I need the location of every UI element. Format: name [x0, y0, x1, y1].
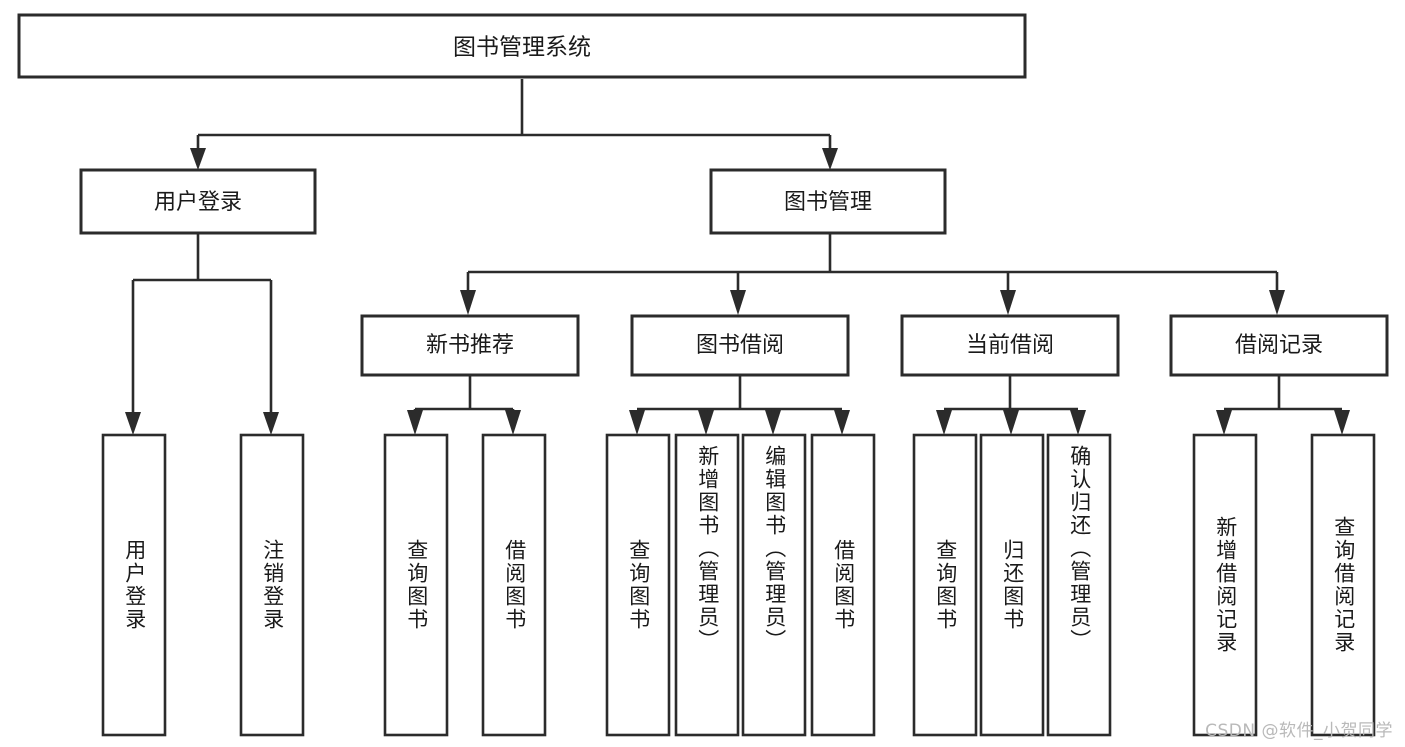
- arrowhead-leaf-confirm-return-admin: [1070, 410, 1086, 435]
- arrowhead-leaf-query-borrow-record: [1334, 410, 1350, 435]
- node-borrow-record-box[interactable]: [1169, 314, 1389, 377]
- connector-layer: [125, 79, 1350, 435]
- arrowhead-leaf-add-borrow-record: [1216, 410, 1232, 435]
- node-book-management-label: 图书管理: [784, 190, 872, 215]
- leaf-box-borrow-book-1[interactable]: [481, 433, 547, 737]
- leaf-box-user-login[interactable]: [101, 433, 167, 737]
- arrowhead-current-borrow: [1000, 290, 1016, 315]
- arrowhead-leaf-add-book-admin: [698, 410, 714, 435]
- leaf-box-return-book[interactable]: [979, 433, 1045, 737]
- node-new-book-recommend[interactable]: 新书推荐: [360, 314, 580, 377]
- node-borrow-record[interactable]: 借阅记录: [1169, 314, 1389, 377]
- node-new-book-recommend-label: 新书推荐: [426, 333, 514, 358]
- arrowhead-book-management: [822, 148, 838, 170]
- leaf-box-edit-book-admin[interactable]: [741, 433, 807, 737]
- csdn-watermark: CSDN @软件_小贺同学: [1205, 721, 1393, 741]
- arrowhead-leaf-user-login: [125, 412, 141, 435]
- arrowhead-leaf-query-book-3: [936, 410, 952, 435]
- node-book-borrow[interactable]: 图书借阅: [630, 314, 850, 377]
- arrowhead-borrow-record: [1269, 290, 1285, 315]
- leaf-box-query-book-2[interactable]: [605, 433, 671, 737]
- leaf-box-query-book-3[interactable]: [912, 433, 978, 737]
- leaf-box-layer: [101, 433, 1376, 737]
- node-borrow-record-label: 借阅记录: [1235, 333, 1323, 358]
- leaf-box-add-borrow-record[interactable]: [1192, 433, 1258, 737]
- node-current-borrow-box[interactable]: [900, 314, 1120, 377]
- leaf-box-query-borrow-record[interactable]: [1310, 433, 1376, 737]
- node-book-management-box[interactable]: [709, 168, 947, 235]
- node-root[interactable]: 图书管理系统: [17, 13, 1027, 79]
- arrowhead-leaf-borrow-book-2: [834, 410, 850, 435]
- node-book-borrow-box[interactable]: [630, 314, 850, 377]
- node-root-label: 图书管理系统: [453, 35, 591, 61]
- node-user-login-label: 用户登录: [154, 190, 242, 215]
- leaf-box-add-book-admin[interactable]: [674, 433, 740, 737]
- arrowhead-leaf-borrow-book-1: [505, 410, 521, 435]
- leaf-box-query-book-1[interactable]: [383, 433, 449, 737]
- node-current-borrow-label: 当前借阅: [966, 333, 1054, 358]
- node-user-login[interactable]: 用户登录: [79, 168, 317, 235]
- node-current-borrow[interactable]: 当前借阅: [900, 314, 1120, 377]
- arrowhead-leaf-logout-login: [263, 412, 279, 435]
- node-root-box[interactable]: [17, 13, 1027, 79]
- node-book-management[interactable]: 图书管理: [709, 168, 947, 235]
- arrowhead-leaf-query-book-2: [629, 410, 645, 435]
- leaf-box-logout-login[interactable]: [239, 433, 305, 737]
- node-book-borrow-label: 图书借阅: [696, 333, 784, 358]
- node-user-login-box[interactable]: [79, 168, 317, 235]
- leaf-box-borrow-book-2[interactable]: [810, 433, 876, 737]
- leaf-box-confirm-return-admin[interactable]: [1046, 433, 1112, 737]
- arrowhead-leaf-query-book-1: [407, 410, 423, 435]
- arrowhead-leaf-edit-book-admin: [765, 410, 781, 435]
- node-new-book-recommend-box[interactable]: [360, 314, 580, 377]
- arrowhead-user-login: [190, 148, 206, 170]
- arrowhead-leaf-return-book: [1003, 410, 1019, 435]
- arrowhead-new-book-recommend: [460, 290, 476, 315]
- arrowhead-book-borrow: [730, 290, 746, 315]
